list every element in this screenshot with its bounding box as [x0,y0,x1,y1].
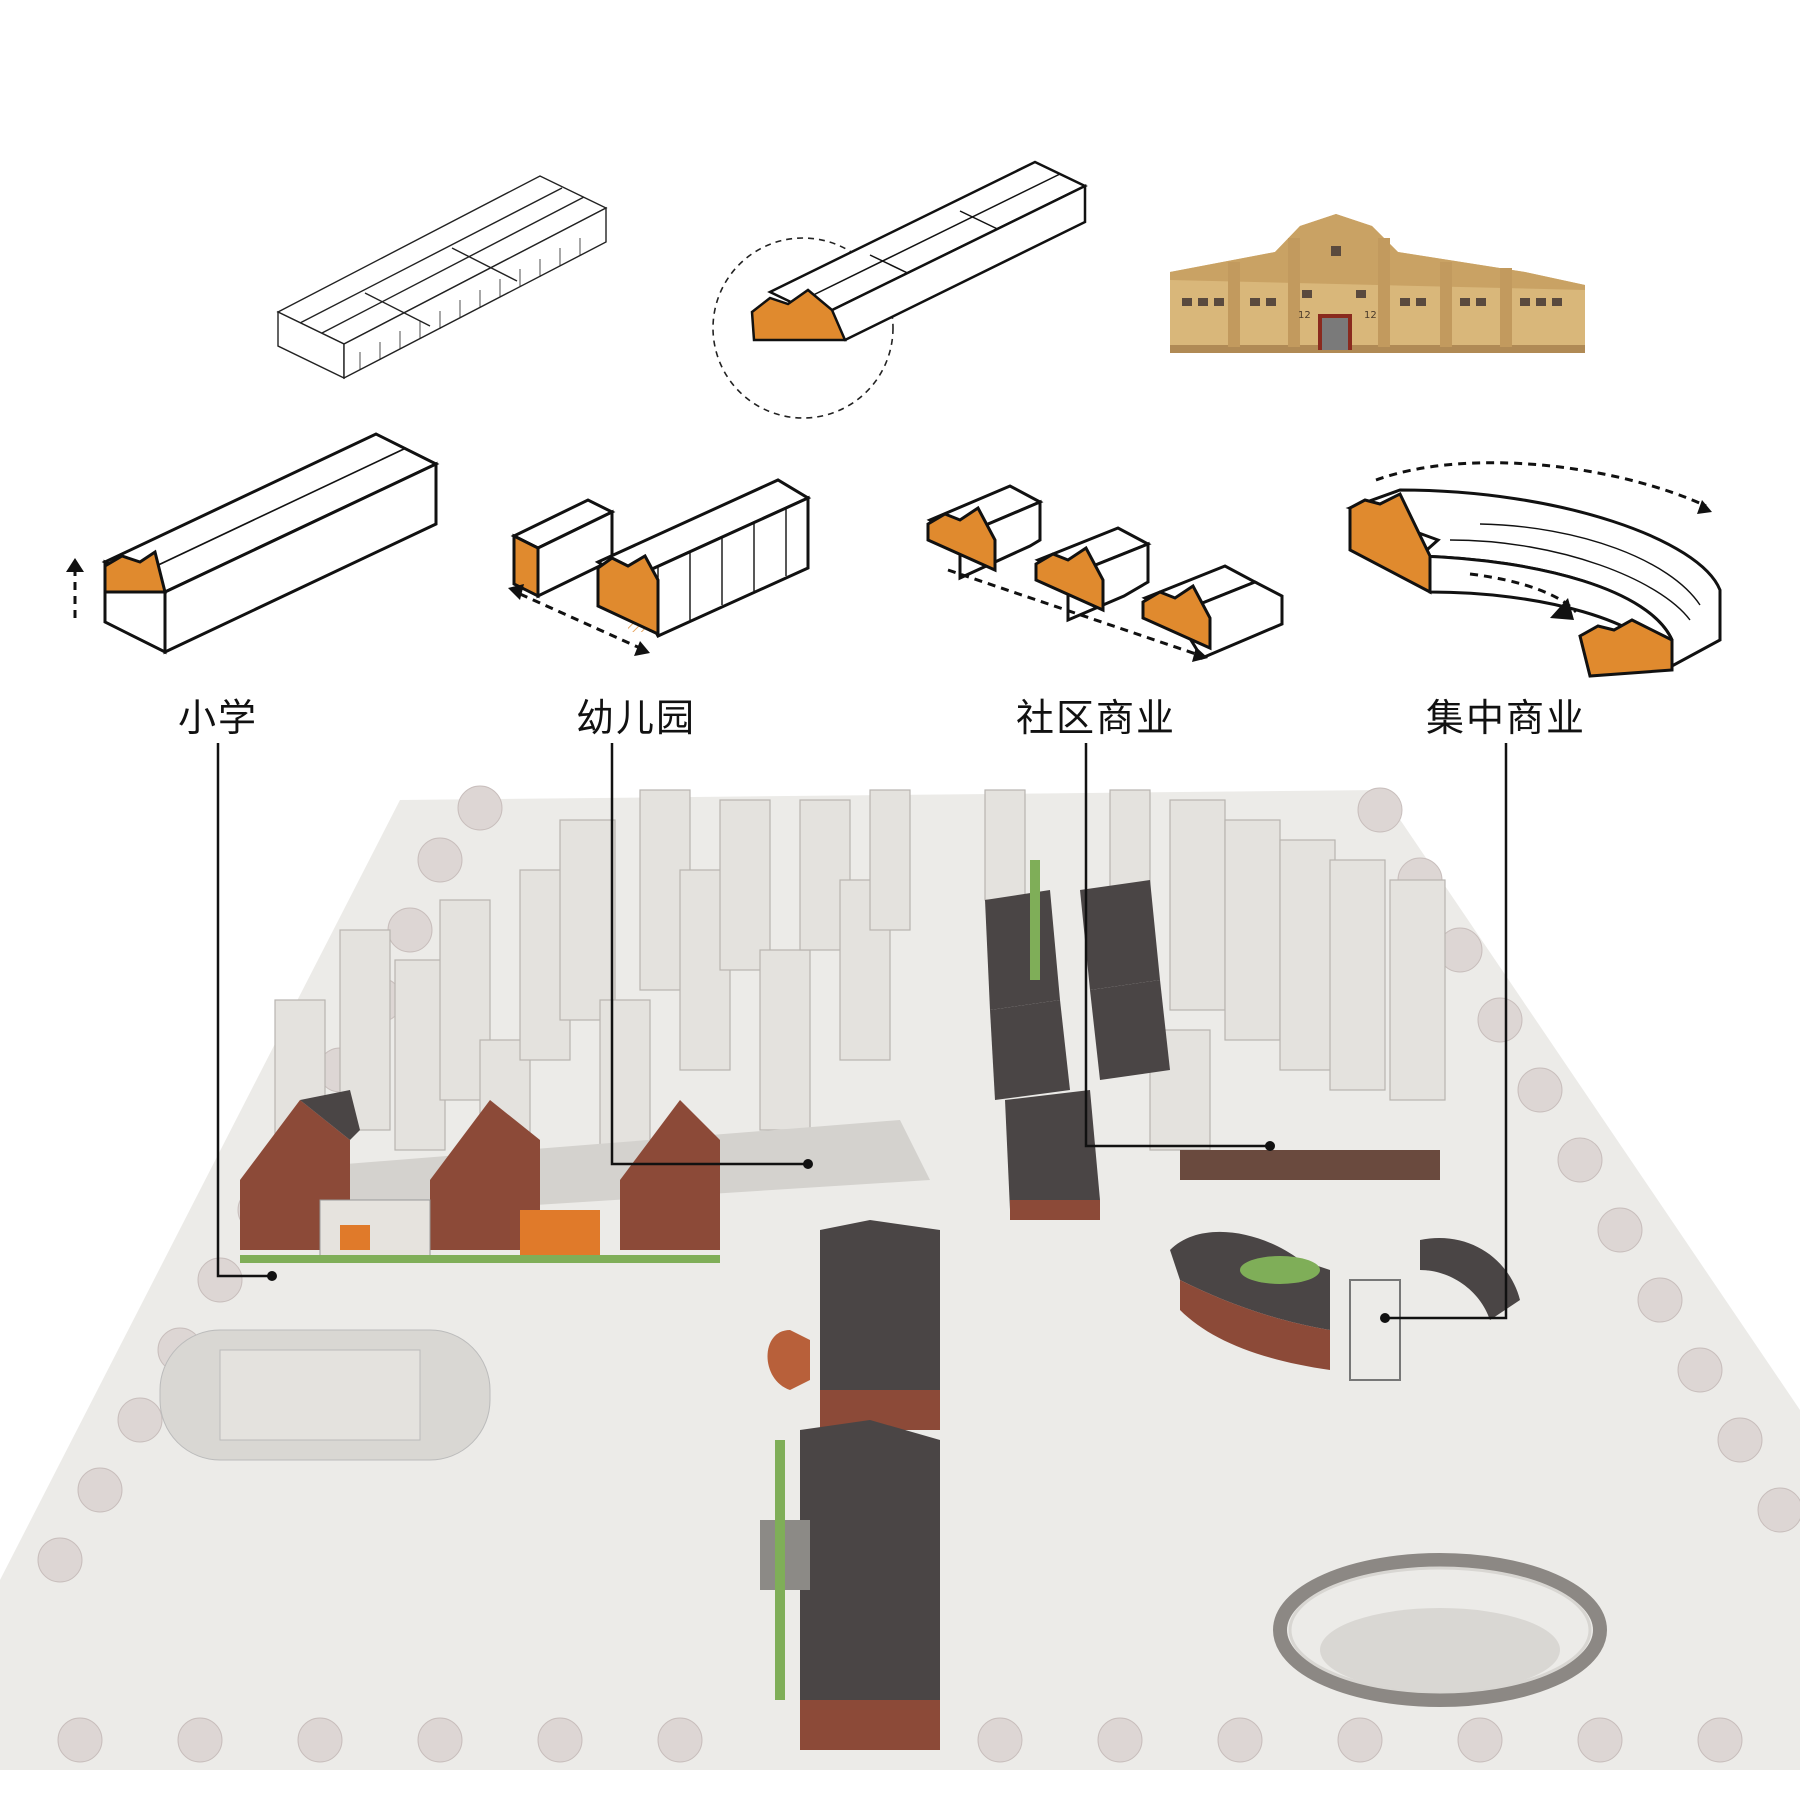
warehouse-section-highlight [712,160,1088,419]
leader-lines [216,743,1508,1320]
community-commerce-block-icon [926,484,1284,662]
central-commerce-building [1170,1231,1520,1381]
warehouse-sketch [276,175,608,380]
central-commerce-block-icon [1345,461,1722,678]
master-plan-aerial [0,785,1800,1770]
label-kindergarten: 幼儿园 [576,696,697,740]
community-warehouses [985,880,1440,1220]
label-central-commerce: 集中商业 [1426,696,1587,740]
facade-number-left: 12 [1298,310,1311,321]
green-strips [240,860,1040,1700]
school-buildings [240,1090,720,1261]
kindergarten-block-icon [508,478,812,656]
ring-pavilion [1273,1553,1607,1707]
school-block-icon [66,432,440,655]
central-spine-warehouses [760,1220,940,1750]
label-primary-school: 小学 [178,696,259,740]
residential-towers-east [984,789,1446,1151]
leader-dots [267,1141,1390,1323]
label-community-commerce: 社区商业 [1016,696,1177,740]
facade-number-right: 12 [1364,310,1377,321]
sports-field [159,1329,491,1461]
warehouse-facade-photo: 12 12 [1170,214,1585,353]
